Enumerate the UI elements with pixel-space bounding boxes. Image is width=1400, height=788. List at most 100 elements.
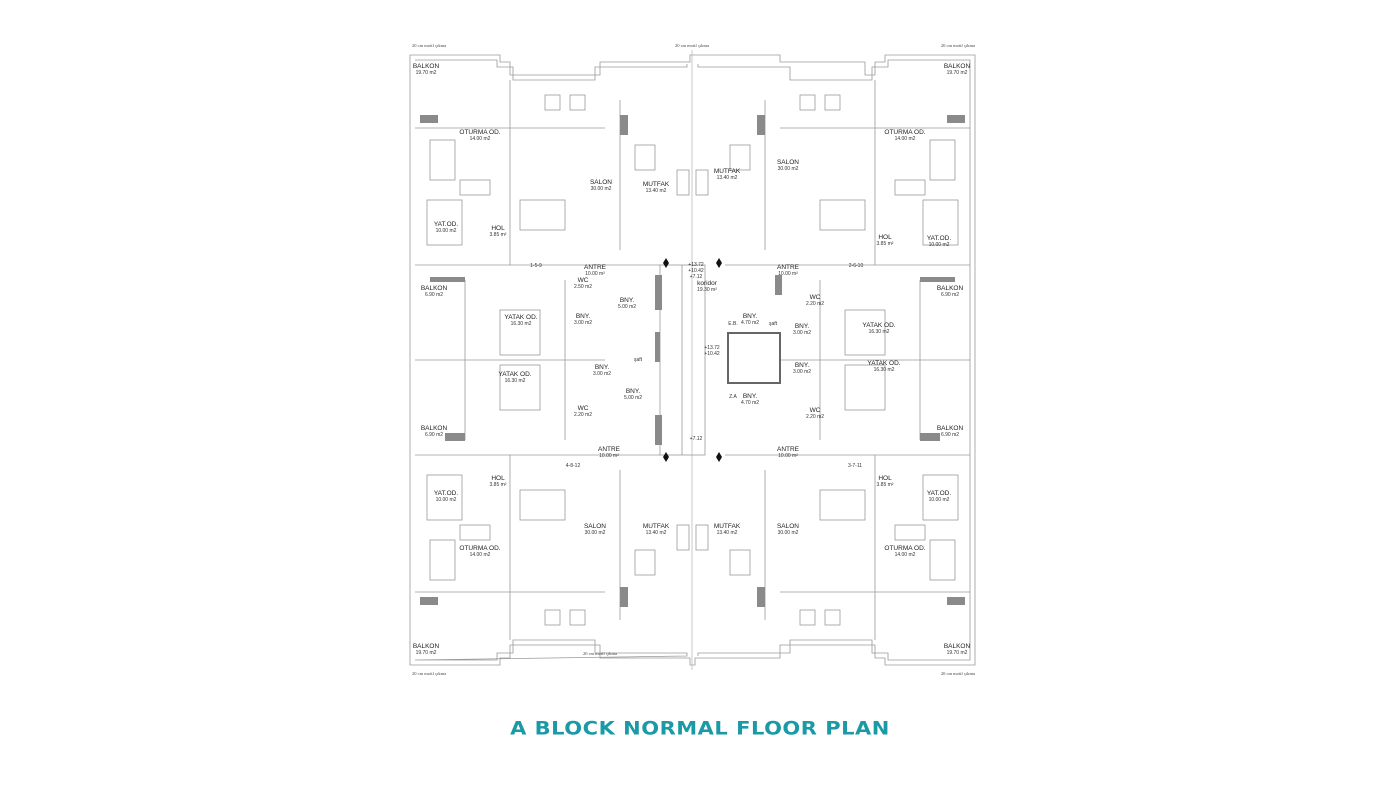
room-name-bny-h: BNY. bbox=[743, 393, 758, 400]
room-name-yatak-l1: YATAK OD. bbox=[504, 314, 537, 321]
room-name-balkon-tr: BALKON bbox=[944, 63, 971, 70]
room-area-mutfak-tr: 13.40 m2 bbox=[717, 175, 738, 181]
room-name-yatak-r1: YATAK OD. bbox=[862, 322, 895, 329]
room-name-antre-tl: ANTRE bbox=[584, 264, 607, 271]
plan-labels-lvl2: +10.42 bbox=[688, 268, 704, 274]
room-area-hol-tr: 3.85 m² bbox=[877, 241, 894, 247]
room-name-yatak-l2: YATAK OD. bbox=[498, 371, 531, 378]
room-name-oturma-bl: OTURMA OD. bbox=[459, 545, 500, 552]
room-area-koridor: 19.30 m² bbox=[697, 287, 717, 293]
room-name-yat-tr: YAT.OD. bbox=[927, 235, 952, 242]
room-name-bny-d: BNY. bbox=[626, 388, 641, 395]
room-name-balkon-bl: BALKON bbox=[413, 643, 440, 650]
room-area-hol-bl: 3.85 m² bbox=[490, 482, 507, 488]
room-area-yat-tl: 10.00 m2 bbox=[436, 228, 457, 234]
room-area-yat-br: 10.00 m2 bbox=[929, 497, 950, 503]
room-area-yat-tr: 10.00 m2 bbox=[929, 242, 950, 248]
room-area-wc-br: 2.20 m2 bbox=[806, 414, 824, 420]
plan-labels-unit_tl: 1-5-9 bbox=[530, 263, 542, 269]
room-name-salon-bl: SALON bbox=[584, 523, 606, 530]
room-name-antre-tr: ANTRE bbox=[777, 264, 800, 271]
room-name-mutfak-tl: MUTFAK bbox=[643, 181, 670, 188]
room-name-salon-tl: SALON bbox=[590, 179, 612, 186]
room-area-bny-d: 5.00 m2 bbox=[624, 395, 642, 401]
room-name-balkon-mr: BALKON bbox=[937, 285, 964, 292]
room-area-salon-bl: 30.00 m2 bbox=[585, 530, 606, 536]
plan-labels-eb: E.B. bbox=[728, 321, 737, 327]
room-name-mutfak-br: MUTFAK bbox=[714, 523, 741, 530]
room-area-oturma-bl: 14.00 m2 bbox=[470, 552, 491, 558]
room-area-wc-bl: 2.20 m2 bbox=[574, 412, 592, 418]
room-area-mutfak-br: 13.40 m2 bbox=[717, 530, 738, 536]
room-area-oturma-tr: 14.00 m2 bbox=[895, 136, 916, 142]
room-name-bny-g: BNY. bbox=[795, 362, 810, 369]
room-area-wc-tr: 2.20 m2 bbox=[806, 301, 824, 307]
room-name-hol-tl: HOL bbox=[491, 225, 505, 232]
room-name-wc-tr: WC bbox=[810, 294, 821, 301]
room-area-balkon-tr: 19.70 m2 bbox=[947, 70, 968, 76]
room-area-balkon-bl: 19.70 m2 bbox=[416, 650, 437, 656]
room-name-yat-br: YAT.OD. bbox=[927, 490, 952, 497]
room-name-oturma-tl: OTURMA OD. bbox=[459, 129, 500, 136]
room-area-yatak-l2: 16.30 m2 bbox=[505, 378, 526, 384]
plan-notes-bottom_center: 20 cm motif çıkma bbox=[583, 651, 617, 656]
room-name-antre-bl: ANTRE bbox=[598, 446, 621, 453]
room-name-bny-f: BNY. bbox=[795, 323, 810, 330]
room-name-bny-c: BNY. bbox=[595, 364, 610, 371]
room-name-yat-tl: YAT.OD. bbox=[434, 221, 459, 228]
room-area-antre-bl: 10.00 m² bbox=[599, 453, 619, 459]
plan-labels-lvl4: +13.72 bbox=[704, 345, 720, 351]
room-area-balkon-ml: 6.90 m2 bbox=[425, 292, 443, 298]
plan-notes-top_left: 20 cm motif çıkma bbox=[412, 43, 446, 48]
room-area-yat-bl: 10.00 m2 bbox=[436, 497, 457, 503]
room-name-bny-a: BNY. bbox=[620, 297, 635, 304]
room-area-salon-br: 30.00 m2 bbox=[778, 530, 799, 536]
room-area-balkon-mr2: 6.90 m2 bbox=[941, 432, 959, 438]
room-area-bny-g: 3.00 m2 bbox=[793, 369, 811, 375]
plan-labels-unit_bl: 4-8-12 bbox=[566, 463, 581, 469]
plan-labels-lvl3: +7.12 bbox=[690, 274, 703, 280]
room-area-balkon-ml2: 6.90 m2 bbox=[425, 432, 443, 438]
room-name-yatak-r2: YATAK OD. bbox=[867, 360, 900, 367]
plan-labels-lvl5: +10.42 bbox=[704, 351, 720, 357]
room-name-salon-tr: SALON bbox=[777, 159, 799, 166]
room-area-oturma-tl: 14.00 m2 bbox=[470, 136, 491, 142]
room-area-bny-f: 3.00 m2 bbox=[793, 330, 811, 336]
plan-labels-lvl6: +7.12 bbox=[690, 436, 703, 442]
room-name-yat-bl: YAT.OD. bbox=[434, 490, 459, 497]
room-name-hol-bl: HOL bbox=[491, 475, 505, 482]
room-name-oturma-br: OTURMA OD. bbox=[884, 545, 925, 552]
room-name-wc-bl: WC bbox=[578, 405, 589, 412]
room-area-salon-tr: 30.00 m2 bbox=[778, 166, 799, 172]
plan-labels-za: Z.A bbox=[729, 394, 737, 400]
room-name-mutfak-bl: MUTFAK bbox=[643, 523, 670, 530]
room-area-yatak-l1: 16.30 m2 bbox=[511, 321, 532, 327]
room-name-balkon-br: BALKON bbox=[944, 643, 971, 650]
room-area-bny-h: 4.70 m2 bbox=[741, 400, 759, 406]
room-name-mutfak-tr: MUTFAK bbox=[714, 168, 741, 175]
room-area-antre-br: 10.00 m² bbox=[778, 453, 798, 459]
plan-labels-unit_tr: 2-6-10 bbox=[849, 263, 864, 269]
plan-labels-saft1: şaft bbox=[634, 357, 643, 363]
room-name-antre-br: ANTRE bbox=[777, 446, 800, 453]
room-area-bny-e: 4.70 m2 bbox=[741, 320, 759, 326]
room-area-antre-tl: 10.00 m² bbox=[585, 271, 605, 277]
plan-notes-top_center: 20 cm motif çıkma bbox=[675, 43, 709, 48]
room-area-balkon-br: 19.70 m2 bbox=[947, 650, 968, 656]
room-name-koridor: koridor bbox=[697, 280, 718, 287]
room-area-hol-tl: 3.85 m² bbox=[490, 232, 507, 238]
room-name-bny-e: BNY. bbox=[743, 313, 758, 320]
room-area-balkon-mr: 6.90 m2 bbox=[941, 292, 959, 298]
stair bbox=[659, 264, 706, 456]
outer-wall bbox=[409, 54, 976, 666]
room-area-bny-c: 3.00 m2 bbox=[593, 371, 611, 377]
plan-labels-lvl1: +13.72 bbox=[688, 262, 704, 268]
room-area-yatak-r1: 16.30 m2 bbox=[869, 329, 890, 335]
room-area-oturma-br: 14.00 m2 bbox=[895, 552, 916, 558]
room-area-antre-tr: 10.00 m² bbox=[778, 271, 798, 277]
room-name-wc-br: WC bbox=[810, 407, 821, 414]
plan-caption: A BLOCK NORMAL FLOOR PLAN bbox=[510, 717, 890, 739]
room-name-wc-tl: WC bbox=[578, 277, 589, 284]
room-area-mutfak-bl: 13.40 m2 bbox=[646, 530, 667, 536]
